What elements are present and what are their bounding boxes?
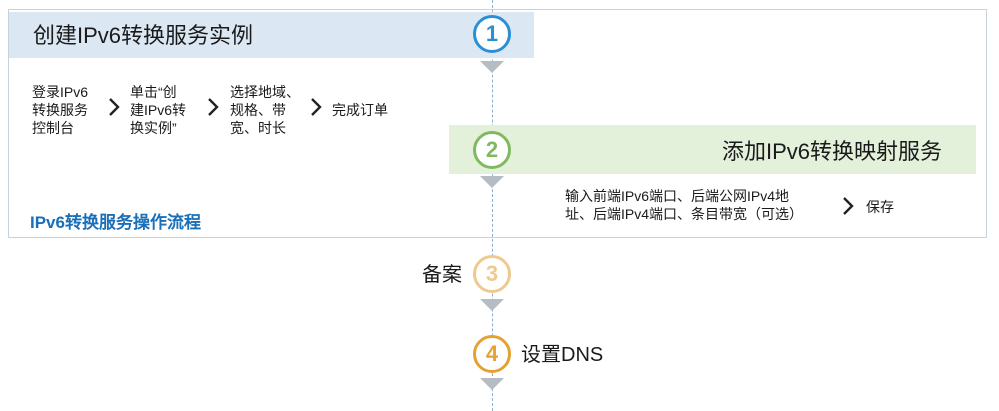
chevron-right-icon xyxy=(311,98,322,116)
stage1-step-select: 选择地域、 规格、带 宽、时长 xyxy=(230,84,300,136)
timeline-dashed-line xyxy=(492,0,493,411)
stage3-title: 备案 xyxy=(422,264,462,286)
stage1-step-order: 完成订单 xyxy=(332,102,388,118)
stage4-number-circle: 4 xyxy=(473,335,511,373)
stage3-down-arrow-icon xyxy=(480,299,504,311)
stage2-number-circle: 2 xyxy=(473,131,511,169)
stage1-down-arrow-icon xyxy=(480,61,504,73)
chevron-right-icon xyxy=(208,98,219,116)
stage4-down-arrow-icon xyxy=(480,378,504,390)
stage1-step-login: 登录IPv6 转换服务 控制台 xyxy=(32,84,89,136)
stage1-number-circle: 1 xyxy=(473,15,511,53)
stage2-down-arrow-icon xyxy=(480,176,504,188)
flow-frame xyxy=(8,9,987,238)
stage2-step-save: 保存 xyxy=(866,199,894,215)
stage2-title: 添加IPv6转换映射服务 xyxy=(722,139,943,164)
stage3-number-circle: 3 xyxy=(473,255,511,293)
stage1-band xyxy=(9,12,534,58)
stage1-step-create: 单击“创 建IPv6转 换实例” xyxy=(130,84,187,136)
stage1-title: 创建IPv6转换服务实例 xyxy=(33,23,254,48)
chevron-right-icon xyxy=(843,197,854,215)
stage4-title: 设置DNS xyxy=(521,344,604,366)
flow-title: IPv6转换服务操作流程 xyxy=(30,213,201,232)
chevron-right-icon xyxy=(109,98,120,116)
stage2-step-input: 输入前端IPv6端口、后端公网IPv4地 址、后端IPv4端口、条目带宽（可选） xyxy=(565,188,804,222)
stage2-band xyxy=(449,125,976,174)
